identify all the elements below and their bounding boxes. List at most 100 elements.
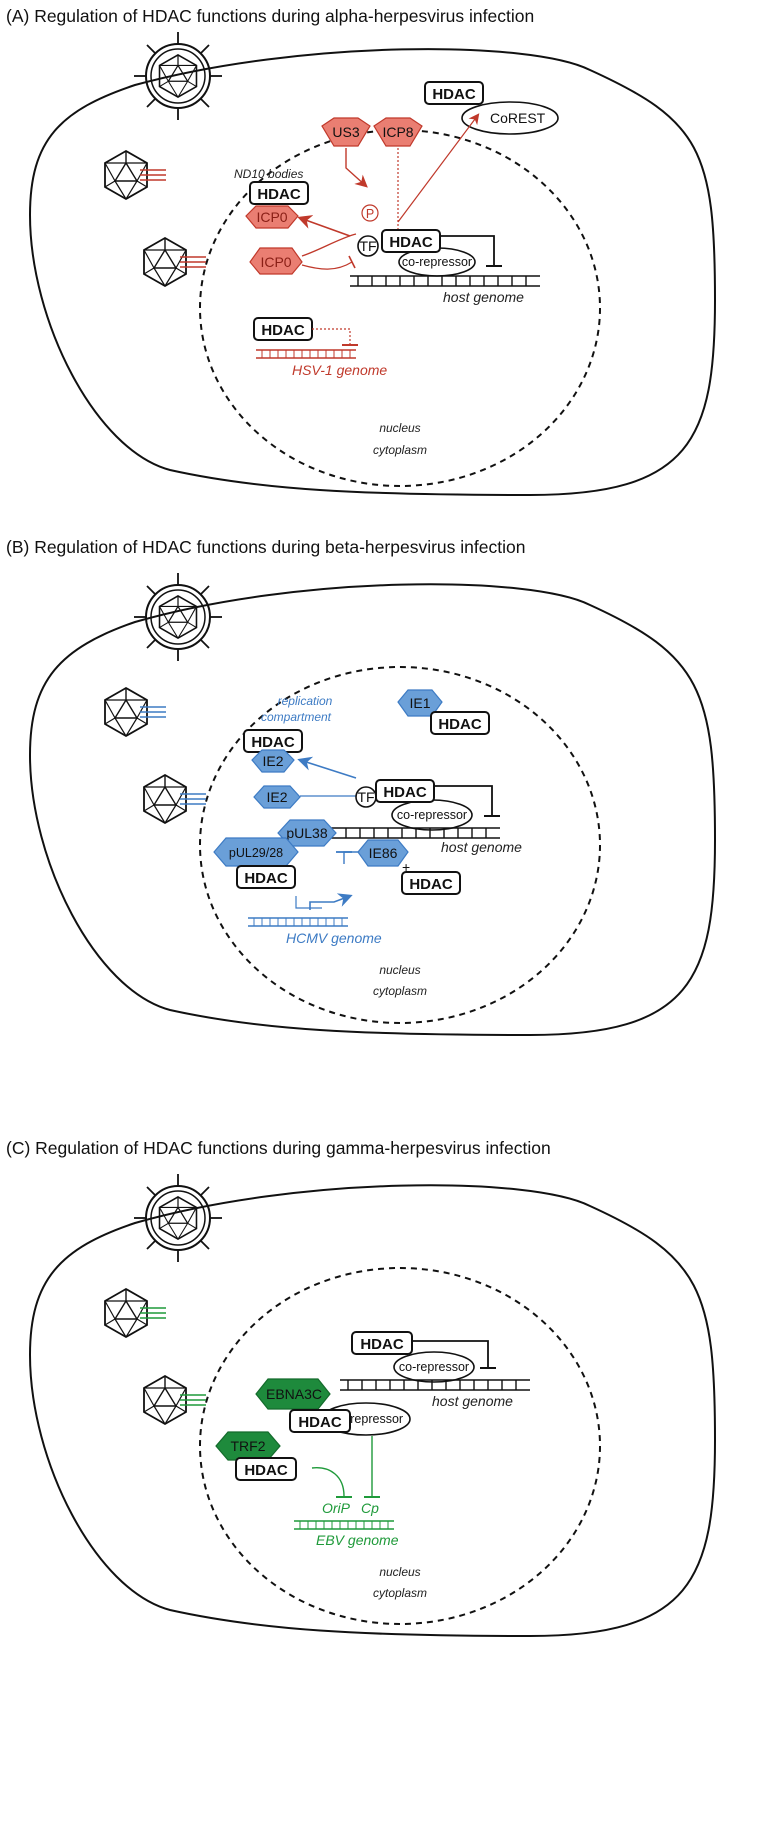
- tf-circle: [357, 235, 379, 257]
- hdac-box: [401, 871, 461, 895]
- ie86-label: IE86: [369, 845, 398, 861]
- cell-membrane: [28, 1184, 717, 1638]
- cytoplasm-label: cytoplasm: [373, 984, 427, 998]
- hdac-export-arrow: [397, 113, 480, 223]
- nucleus-envelope: [199, 1267, 601, 1625]
- cytoplasm-label: cytoplasm: [373, 443, 427, 457]
- tf-label: TF: [357, 789, 374, 805]
- cp-label: Cp: [361, 1500, 379, 1516]
- ie2-displace-arrow: [297, 756, 357, 779]
- ie86-hexagon: [357, 839, 409, 867]
- hdac-box: [289, 1409, 351, 1433]
- ie1-hexagon: [397, 689, 443, 717]
- corepressor-oval: [393, 1351, 475, 1383]
- viral-genome-label: EBV genome: [316, 1532, 399, 1548]
- hdac-label: HDAC: [383, 784, 426, 801]
- tf-label: TF: [359, 238, 376, 254]
- host-genome-label: host genome: [443, 289, 524, 305]
- hdac-label: HDAC: [251, 734, 294, 751]
- nucleus-label: nucleus: [379, 1565, 420, 1579]
- panel-a: (A) Regulation of HDAC functions during …: [6, 6, 717, 497]
- pul29-link: [295, 896, 322, 909]
- cell-membrane: [28, 48, 717, 497]
- corepressor-label: co-repressor: [402, 255, 472, 269]
- hdac-label: HDAC: [360, 1336, 403, 1353]
- hdac-box: [351, 1331, 413, 1355]
- orip-repression-line: [311, 1467, 345, 1497]
- us3-arrow: [345, 148, 368, 188]
- viral-genome-label: HCMV genome: [286, 930, 382, 946]
- ie86-inhibit-line: [343, 851, 358, 864]
- trf2-hexagon: [215, 1431, 281, 1461]
- ie2-hexagon: [251, 749, 295, 773]
- corepressor-label: co-repressor: [399, 1360, 469, 1374]
- ie2-label: IE2: [262, 753, 283, 769]
- hdac-box: [424, 81, 484, 105]
- nucleus-label: nucleus: [379, 421, 420, 435]
- ie1-label: IE1: [409, 695, 430, 711]
- cell-membrane: [28, 583, 717, 1037]
- corest-label: CoREST: [490, 110, 546, 126]
- hsv1-dna: [255, 349, 357, 359]
- hdac-box: [381, 229, 441, 253]
- phospho-circle: [361, 204, 379, 222]
- replication-label-line1: replication: [278, 694, 333, 708]
- ebna3c-hexagon: [255, 1378, 331, 1410]
- pul29-hexagon: [213, 837, 299, 867]
- icp0-hexagon: [249, 247, 303, 275]
- capsid-icon: [143, 237, 187, 287]
- panel-b-title: (B) Regulation of HDAC functions during …: [6, 537, 525, 557]
- capsid-icon: [143, 1375, 187, 1425]
- corest-oval: [461, 101, 559, 135]
- hdac-box: [249, 181, 309, 205]
- icp8-label: ICP8: [382, 124, 413, 140]
- repression-line: [440, 235, 495, 266]
- hdac-label: HDAC: [261, 322, 304, 339]
- hdac-box: [375, 779, 435, 803]
- hdac-box: [430, 711, 490, 735]
- icp0-displace-arrow: [297, 215, 351, 237]
- nucleus-envelope: [199, 666, 601, 1024]
- nd10-label: ND10 bodies: [234, 167, 303, 181]
- phospho-label: P: [366, 207, 374, 221]
- enveloped-virion-icon: [134, 573, 222, 661]
- panel-c: (C) Regulation of HDAC functions during …: [6, 1138, 717, 1638]
- hdac-label: HDAC: [244, 1462, 287, 1479]
- nucleus-label: nucleus: [379, 963, 420, 977]
- icp8-hexagon: [373, 117, 423, 147]
- icp0-label: ICP0: [256, 209, 287, 225]
- enveloped-virion-icon: [134, 32, 222, 120]
- cytoplasm-label: cytoplasm: [373, 1586, 427, 1600]
- hdac-label: HDAC: [389, 234, 432, 251]
- hcmv-dna: [247, 917, 349, 927]
- icp0-to-tf: [301, 233, 357, 257]
- viral-repression-line: [312, 328, 351, 344]
- hdac-box: [236, 865, 296, 889]
- us3-label: US3: [332, 124, 359, 140]
- hdac-label: HDAC: [432, 86, 475, 103]
- panel-b: (B) Regulation of HDAC functions during …: [6, 537, 717, 1037]
- host-genome-label: host genome: [441, 839, 522, 855]
- corepressor-label: co-repressor: [397, 808, 467, 822]
- icp0-inhibit: [301, 261, 353, 270]
- capsid-icon: [143, 774, 187, 824]
- hcmv-activation-arrow: [309, 893, 353, 910]
- hdac-label: HDAC: [244, 870, 287, 887]
- pul38-label: pUL38: [286, 825, 327, 841]
- ie2-label: IE2: [266, 789, 287, 805]
- hdac-label: HDAC: [298, 1414, 341, 1431]
- plus-sign: +: [402, 859, 410, 875]
- viral-genome-label: HSV-1 genome: [292, 362, 387, 378]
- ebna3c-label: EBNA3C: [266, 1386, 322, 1402]
- host-dna: [349, 275, 541, 287]
- host-genome-label: host genome: [432, 1393, 513, 1409]
- panel-c-title: (C) Regulation of HDAC functions during …: [6, 1138, 551, 1158]
- enveloped-virion-icon: [134, 1174, 222, 1262]
- hdac-label: HDAC: [438, 716, 481, 733]
- repression-line: [434, 785, 493, 816]
- repression-line: [412, 1340, 489, 1368]
- us3-hexagon: [321, 117, 371, 147]
- pul29-label: pUL29/28: [229, 846, 283, 860]
- icp0-inhibit-bar: [348, 255, 356, 269]
